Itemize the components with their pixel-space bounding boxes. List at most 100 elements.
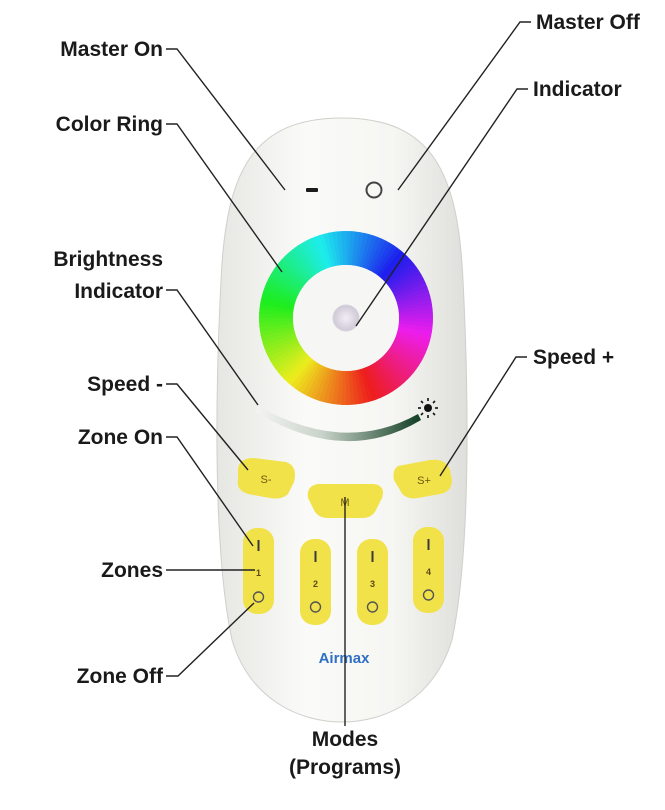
label-zone-on: Zone On [78, 426, 163, 449]
color-ring-segment [372, 362, 394, 394]
zone-off-icon [422, 589, 435, 601]
speed-minus-button-label: S- [261, 474, 272, 486]
color-ring-segment [398, 318, 434, 324]
color-ring-segment [396, 291, 431, 305]
color-ring-segment [268, 273, 301, 294]
color-ring-segment [378, 357, 405, 387]
brightness-slider[interactable] [256, 406, 421, 442]
speed-minus-button[interactable]: S- [237, 458, 295, 499]
color-ring-segment [287, 357, 313, 386]
color-ring-segment [318, 368, 333, 403]
color-ring-segment [377, 247, 402, 278]
zone-button-4[interactable]: 4 [413, 527, 444, 613]
color-ring-segment [364, 236, 383, 270]
color-ring-segment [397, 329, 432, 342]
indicator-light [332, 304, 360, 332]
color-ring-segment [281, 255, 309, 283]
color-ring-segment [376, 359, 401, 389]
label-modes-line1: Modes [312, 728, 379, 751]
color-ring-segment [353, 369, 365, 405]
color-ring-segment [259, 303, 294, 313]
leader-zone-on [166, 436, 254, 547]
zone-on-icon [257, 540, 260, 551]
color-ring-segment [306, 238, 325, 271]
color-ring-segment [270, 269, 302, 292]
color-ring-segment [387, 263, 417, 288]
color-ring-segment [392, 339, 426, 359]
color-ring-segment [258, 317, 294, 323]
color-ring-segment [280, 353, 309, 380]
color-ring-segment [385, 259, 415, 286]
color-ring-segment [394, 336, 428, 355]
label-zones: Zones [101, 559, 163, 582]
zone-on-icon [427, 539, 430, 550]
zone-number: 2 [313, 579, 318, 589]
color-ring-segment [273, 266, 304, 290]
color-ring-segment [398, 304, 433, 314]
color-ring-segment [294, 244, 318, 276]
color-ring-segment [275, 348, 305, 373]
color-ring-segment [313, 367, 330, 401]
color-ring-segment [259, 308, 294, 316]
zone-button-3[interactable]: 3 [357, 539, 388, 625]
color-ring-segment [327, 231, 339, 267]
leader-brightness [166, 289, 259, 406]
color-ring-segment [323, 232, 336, 267]
color-ring-segment [348, 231, 356, 266]
zone-button-1[interactable]: 1 [243, 528, 274, 614]
color-ring-segment [263, 285, 297, 302]
color-ring-segment [370, 240, 391, 273]
color-ring-segment [396, 331, 431, 346]
color-ring-segment [367, 365, 386, 398]
color-ring-segment [310, 236, 328, 270]
leader-lines [166, 21, 531, 726]
zone-button-2[interactable]: 2 [300, 539, 331, 625]
leader-master-off [397, 21, 531, 191]
zone-off-icon [366, 601, 379, 613]
color-ring-segment [259, 322, 294, 332]
color-ring-segment [357, 232, 370, 267]
label-brightness-indicator-line1: Brightness [53, 248, 163, 271]
color-ring-segment [398, 320, 433, 328]
color-ring-segment [390, 270, 422, 292]
color-ring-segment [298, 242, 320, 274]
color-ring-segment [266, 339, 299, 358]
color-ring-segment [364, 366, 382, 400]
remote-body [216, 117, 468, 723]
color-ring-segment [397, 295, 432, 308]
color-ring-segment [369, 363, 390, 396]
zone-number: 1 [256, 568, 261, 578]
sun-icon [418, 398, 438, 418]
color-ring-segment [327, 369, 338, 404]
color-ring-segment [354, 232, 365, 267]
color-ring-segment [346, 231, 352, 266]
speed-plus-button[interactable]: S+ [393, 459, 453, 499]
color-ring-segment [297, 362, 320, 394]
color-ring-segment [291, 247, 316, 277]
color-ring-segment [261, 290, 296, 305]
leader-zone-off [166, 602, 255, 677]
color-ring-segment [350, 370, 360, 405]
color-ring-segment [359, 233, 374, 268]
color-ring-segment [340, 370, 346, 405]
color-ring[interactable] [258, 230, 434, 406]
color-ring-segment [264, 281, 298, 300]
color-ring-segment [372, 242, 395, 274]
minus-icon [306, 188, 318, 192]
color-ring-segment [356, 369, 369, 404]
color-ring-segment [264, 336, 298, 354]
color-ring-segment [398, 323, 433, 333]
master-off-button[interactable] [365, 181, 383, 199]
color-ring-segment [374, 245, 398, 276]
zone-number: 3 [370, 579, 375, 589]
color-ring-segment [362, 235, 379, 269]
master-on-button[interactable] [306, 188, 318, 192]
color-ring-segment [290, 358, 315, 389]
color-ring-segment [319, 233, 333, 268]
color-ring-segment [336, 370, 344, 405]
leader-speed-minus [166, 383, 249, 471]
color-ring-segment [275, 262, 306, 287]
color-ring-segment [261, 331, 296, 345]
color-ring-segment [332, 231, 342, 266]
label-modes-line2: (Programs) [289, 756, 401, 779]
